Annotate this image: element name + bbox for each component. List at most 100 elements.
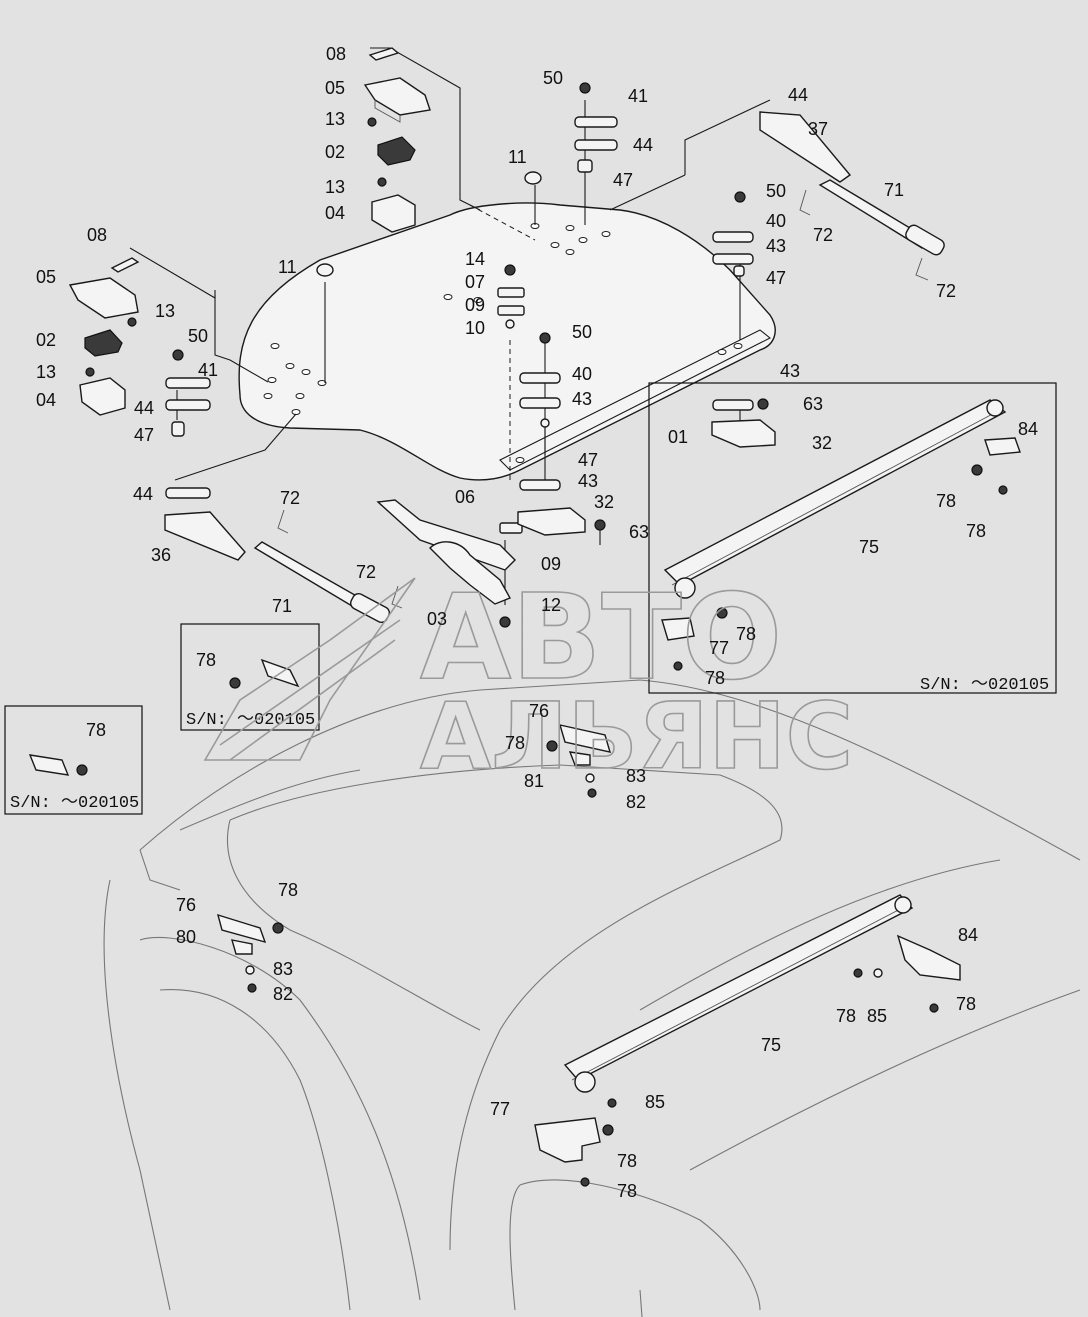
part-callout: 50: [572, 322, 592, 342]
part-callout: 77: [709, 638, 729, 658]
part-callout: 50: [543, 68, 563, 88]
part-callout: 40: [572, 364, 592, 384]
part-callout: 47: [766, 268, 786, 288]
sunshade-roller-lower: [534, 894, 961, 1187]
watermark-line1: АВТО: [420, 568, 782, 706]
part-callout: 84: [958, 925, 978, 945]
part-callout: 10: [465, 318, 485, 338]
part-callout: 78: [936, 491, 956, 511]
part-callout: 72: [356, 562, 376, 582]
part-callout: 63: [803, 394, 823, 414]
part-callout: 09: [465, 295, 485, 315]
part-callout: 47: [613, 170, 633, 190]
part-callout: 72: [813, 225, 833, 245]
part-callout: 03: [427, 609, 447, 629]
serial-label: S/N: ～020105: [920, 676, 1049, 695]
part-callout: 84: [1018, 419, 1038, 439]
part-callout: 81: [524, 771, 544, 791]
part-callout: 85: [867, 1006, 887, 1026]
part-callout: 43: [572, 389, 592, 409]
part-callout: 07: [465, 272, 485, 292]
part-callout: 13: [155, 301, 175, 321]
part-callout: 78: [86, 720, 106, 740]
sunshade-roller-upper: [661, 399, 1021, 671]
part-callout: 82: [626, 792, 646, 812]
part-callout: 40: [766, 211, 786, 231]
part-callout: 44: [633, 135, 653, 155]
part-callout: 63: [629, 522, 649, 542]
part-callout: 37: [808, 119, 828, 139]
part-callout: 11: [278, 257, 297, 277]
part-callout: 13: [325, 177, 345, 197]
part-callout: 78: [617, 1181, 637, 1201]
part-callout: 72: [936, 281, 956, 301]
part-callout: 36: [151, 545, 171, 565]
part-callout: 76: [529, 701, 549, 721]
serial-box-left: S/N: ～020105: [4, 705, 143, 815]
part-callout: 78: [196, 650, 216, 670]
part-callout: 02: [325, 142, 345, 162]
part-callout: 32: [594, 492, 614, 512]
part-callout: 82: [273, 984, 293, 1004]
part-callout: 85: [645, 1092, 665, 1112]
part-callout: 43: [780, 361, 800, 381]
spacer-stacks: [165, 82, 769, 628]
part-callout: 43: [578, 471, 598, 491]
part-callout: 71: [884, 180, 904, 200]
part-callout: 09: [541, 554, 561, 574]
part-callout: 41: [198, 360, 218, 380]
part-callout: 83: [273, 959, 293, 979]
serial-box-center: S/N: ～020105: [180, 623, 320, 731]
part-callout: 05: [325, 78, 345, 98]
left-lock-assembly: [68, 257, 140, 416]
callout-labels: 0805130213045041444711443771727250404347…: [36, 44, 1038, 1201]
part-callout: 04: [325, 203, 345, 223]
serial-box-right: S/N: ～020105: [648, 382, 1057, 695]
part-callout: 08: [87, 225, 107, 245]
gas-struts: [164, 111, 945, 624]
part-callout: 47: [578, 450, 598, 470]
part-callout: 78: [966, 521, 986, 541]
part-callout: 75: [859, 537, 879, 557]
part-callout: 08: [326, 44, 346, 64]
part-callout: 02: [36, 330, 56, 350]
part-callout: 41: [628, 86, 648, 106]
knob-11: [316, 171, 542, 277]
watermark-logo: АВТО АЛЬЯНС: [203, 567, 854, 791]
part-callout: 71: [272, 596, 292, 616]
grip-handle: [376, 499, 516, 605]
part-callout: 12: [541, 595, 561, 615]
part-callout: 43: [766, 236, 786, 256]
part-callout: 78: [278, 880, 298, 900]
part-callout: 50: [188, 326, 208, 346]
serial-label: S/N: ～020105: [10, 794, 139, 813]
part-callout: 72: [280, 488, 300, 508]
part-callout: 80: [176, 927, 196, 947]
part-callout: 13: [36, 362, 56, 382]
cab-outline: [103, 679, 1081, 1317]
part-callout: 77: [490, 1099, 510, 1119]
part-callout: 11: [508, 147, 527, 167]
part-callout: 78: [736, 624, 756, 644]
part-callout: 14: [465, 249, 485, 269]
watermark-line2: АЛЬЯНС: [420, 683, 853, 790]
part-callout: 44: [134, 398, 154, 418]
roof-hatch-panel: [238, 202, 776, 481]
part-callout: 78: [836, 1006, 856, 1026]
upper-lock-assembly: [363, 47, 431, 233]
part-callout: 78: [705, 668, 725, 688]
part-callout: 06: [455, 487, 475, 507]
part-callout: 78: [956, 994, 976, 1014]
part-callout: 01: [668, 427, 688, 447]
part-callout: 47: [134, 425, 154, 445]
part-callout: 05: [36, 267, 56, 287]
part-callout: 50: [766, 181, 786, 201]
part-callout: 44: [788, 85, 808, 105]
serial-label: S/N: ～020105: [186, 711, 315, 730]
part-callout: 32: [812, 433, 832, 453]
part-callout: 78: [617, 1151, 637, 1171]
part-callout: 83: [626, 766, 646, 786]
part-callout: 78: [505, 733, 525, 753]
